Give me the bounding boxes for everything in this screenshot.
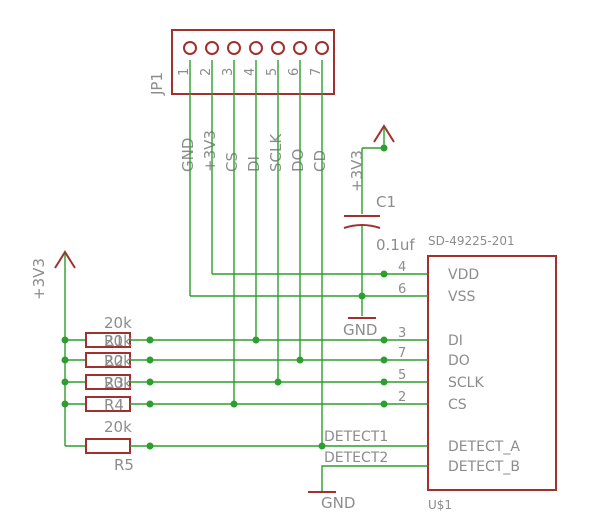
jp1-pin-number: 7 xyxy=(309,68,324,76)
junction-dot xyxy=(358,292,366,300)
chip-pin-name: DO xyxy=(448,353,470,369)
junction-dot xyxy=(61,356,69,364)
jp1-pin-number: 5 xyxy=(265,68,280,76)
capacitor-c1: +3V3 C1 0.1uf GND xyxy=(343,124,415,339)
resistor-value: 20k xyxy=(104,374,132,392)
junction-dot xyxy=(146,336,154,344)
resistor-value: 20k xyxy=(104,352,132,370)
wire-detect2 xyxy=(321,465,428,492)
junction-dot xyxy=(380,356,388,364)
junction-dot xyxy=(146,442,154,450)
jp1-hole xyxy=(227,41,241,55)
jp1-hole xyxy=(271,41,285,55)
jp1-wires xyxy=(189,60,323,446)
chip-pin-name: VSS xyxy=(448,289,475,305)
junction-dot xyxy=(146,378,154,386)
jp1-pin-number: 1 xyxy=(177,68,192,76)
junction-dot xyxy=(61,336,69,344)
jp1-pin-number: 3 xyxy=(221,68,236,76)
jp1-body xyxy=(171,29,335,95)
resistor-network: +3V3 20k R1 20k R2 20k R3 20k R4 20k R5 xyxy=(30,250,150,474)
chip-pin-number: 5 xyxy=(398,368,406,383)
signal-label-cd: CD xyxy=(311,150,329,172)
chip-body xyxy=(427,255,557,491)
resistor-r5 xyxy=(85,438,131,454)
jp1-pin-number: 6 xyxy=(287,68,302,76)
chip-pin-number: 3 xyxy=(398,326,406,341)
jp1-pin-holes xyxy=(183,41,329,55)
jp1-hole xyxy=(293,41,307,55)
junction-dot xyxy=(61,378,69,386)
signal-label-di: DI xyxy=(245,156,263,172)
chip-u1: SD-49225-201 U$1 VDD VSS DI DO SCLK CS D… xyxy=(398,234,557,512)
supply-arrow-icon xyxy=(54,250,76,269)
signal-label-3v3: +3V3 xyxy=(201,130,219,172)
net-label-detect2: DETECT2 xyxy=(324,450,388,466)
junction-dot xyxy=(380,144,388,152)
cap-value: 0.1uf xyxy=(376,236,415,254)
signal-label-gnd: GND xyxy=(179,138,197,172)
resistor-ref: R3 xyxy=(104,374,124,392)
junction-dot xyxy=(296,356,304,364)
junction-dot xyxy=(230,400,238,408)
junction-dot xyxy=(146,356,154,364)
jp1-ref: JP1 xyxy=(148,72,166,96)
chip-ref: U$1 xyxy=(428,498,452,512)
jp1-connector: JP1 1 2 3 4 5 6 7 xyxy=(148,29,335,96)
junction-dot xyxy=(252,336,260,344)
chip-pin-name: SCLK xyxy=(448,375,484,391)
signal-label-cs: CS xyxy=(223,152,241,172)
chip-part-number: SD-49225-201 xyxy=(428,234,515,248)
chip-pin-number: 4 xyxy=(398,260,406,275)
chip-pin-name: DI xyxy=(448,333,463,349)
junction-dot xyxy=(380,400,388,408)
chip-pin-name: DETECT_B xyxy=(448,459,520,475)
jp1-hole xyxy=(183,41,197,55)
chip-pin-name: CS xyxy=(448,397,467,413)
signal-label-do: DO xyxy=(289,149,307,172)
junction-dot xyxy=(274,378,282,386)
resistor-ref: R1 xyxy=(104,332,124,350)
cap-plate-bottom xyxy=(343,224,381,229)
jp1-signal-labels: GND +3V3 CS DI SCLK DO CD xyxy=(179,130,329,172)
detect-ground-label: GND xyxy=(321,494,355,512)
jp1-hole xyxy=(205,41,219,55)
junction-dot xyxy=(380,378,388,386)
junction-dots xyxy=(61,144,388,450)
cap-supply-label: +3V3 xyxy=(348,150,366,192)
chip-pin-number: 6 xyxy=(398,282,406,297)
junction-dot xyxy=(146,400,154,408)
supply-arrow-icon xyxy=(373,124,395,143)
resistor-ref: R2 xyxy=(104,352,124,370)
chip-pin-name: VDD xyxy=(448,267,479,283)
junction-dot xyxy=(380,270,388,278)
resistor-ref: R5 xyxy=(114,456,134,474)
net-label-detect1: DETECT1 xyxy=(324,429,388,445)
resistor-supply-label: +3V3 xyxy=(30,258,48,300)
resistor-ref: R4 xyxy=(104,396,124,414)
jp1-pin-number: 2 xyxy=(199,68,214,76)
chip-pin-number: 2 xyxy=(398,390,406,405)
jp1-hole xyxy=(315,41,329,55)
junction-dot xyxy=(380,336,388,344)
chip-pin-number: 7 xyxy=(398,346,406,361)
junction-dot xyxy=(61,400,69,408)
junction-dot xyxy=(318,442,326,450)
cap-ref: C1 xyxy=(376,193,396,211)
resistor-value: 20k xyxy=(104,418,132,436)
detect-ground: GND xyxy=(308,491,355,512)
cap-ground-label: GND xyxy=(343,321,377,339)
signal-label-sclk: SCLK xyxy=(267,133,285,172)
jp1-pin-number: 4 xyxy=(243,68,258,76)
jp1-hole xyxy=(249,41,263,55)
resistor-value: 20k xyxy=(104,332,132,350)
resistor-value: 20k xyxy=(104,314,132,332)
chip-pin-name: DETECT_A xyxy=(448,439,520,455)
